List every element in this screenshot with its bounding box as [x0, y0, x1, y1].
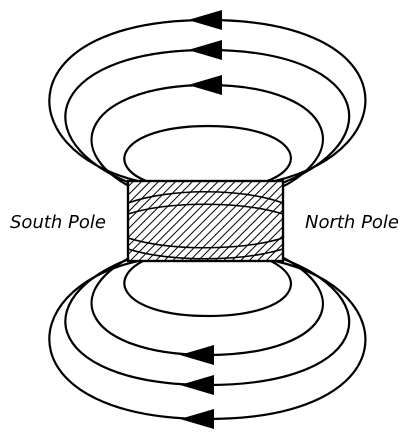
arrowhead-icon [180, 409, 214, 429]
north-pole-label: North Pole [305, 212, 399, 234]
arrowhead-icon [188, 40, 222, 60]
arrowhead-icon [188, 10, 222, 30]
field-line-bottom-3 [92, 246, 323, 355]
field-line-top-inner [124, 126, 290, 184]
bar-magnet [128, 181, 283, 261]
arrowhead-icon [188, 75, 222, 95]
arrowhead-icon [180, 345, 214, 365]
south-pole-label: South Pole [10, 212, 106, 234]
arrowhead-icon [180, 375, 214, 395]
field-line-bottom-inner [124, 256, 290, 316]
